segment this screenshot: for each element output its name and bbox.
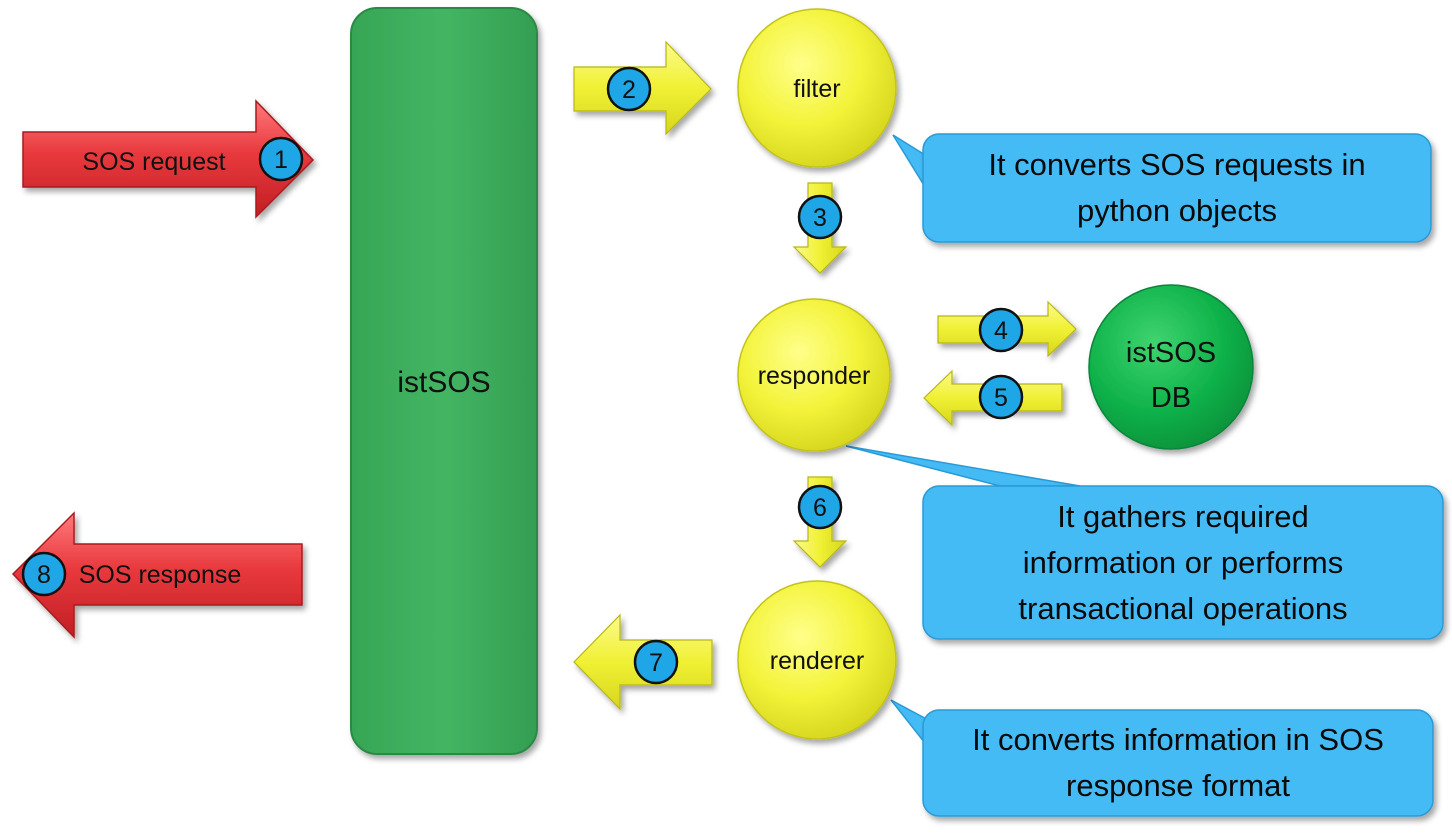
sos-request-arrow-shape — [22, 99, 315, 219]
sos-request-label: SOS request — [82, 148, 225, 176]
filter-circle — [737, 8, 897, 168]
callout-renderer-text: It converts information in SOS response … — [923, 710, 1433, 816]
step-badge-3-label: 3 — [813, 204, 827, 232]
filter-label: filter — [793, 75, 840, 103]
database-label-line2: DB — [1151, 382, 1191, 414]
step-badge-3 — [797, 194, 843, 240]
arrow-step-6: 6 — [792, 476, 848, 568]
module-renderer: renderer — [737, 580, 897, 740]
arrow-step-4: 4 — [937, 300, 1077, 358]
database-circle — [1088, 284, 1254, 450]
callout-filter-text: It converts SOS requests in python objec… — [923, 134, 1431, 242]
renderer-label: renderer — [770, 647, 865, 675]
callout-responder-line3: transactional operations — [1018, 590, 1348, 626]
step-badge-2-label: 2 — [622, 76, 636, 104]
istsos-database: istSOS DB — [1088, 284, 1254, 450]
step-badge-7 — [633, 639, 679, 685]
callout-renderer-box — [922, 709, 1434, 817]
callout-responder-line1: It gathers required — [1057, 498, 1309, 534]
step-badge-1-label: 1 — [274, 146, 288, 174]
module-filter: filter — [737, 8, 897, 168]
renderer-circle — [737, 580, 897, 740]
callout-filter-line2: python objects — [1077, 193, 1277, 228]
istsos-main-block: istSOS — [350, 7, 538, 755]
arrow-step-3: 3 — [792, 182, 848, 274]
callout-responder-tail — [845, 445, 1081, 487]
arrow-step-5: 5 — [923, 369, 1063, 427]
step-badge-6 — [797, 484, 843, 530]
module-responder: responder — [737, 298, 891, 452]
step-badge-4 — [978, 307, 1024, 353]
step-badge-6-label: 6 — [813, 494, 827, 522]
step-badge-8 — [21, 551, 67, 597]
step-badge-5-label: 5 — [994, 384, 1008, 412]
step-badge-4-label: 4 — [994, 317, 1008, 345]
step-badge-8-label: 8 — [37, 561, 51, 589]
callout-filter-line1: It converts SOS requests in — [988, 147, 1366, 182]
callout-responder-line2: information or performs — [1022, 544, 1344, 580]
step-badge-2 — [606, 66, 652, 112]
step-badge-1 — [258, 136, 304, 182]
step-badge-5 — [978, 374, 1024, 420]
callout-responder-text: It gathers required information or perfo… — [923, 486, 1443, 639]
sos-request-arrow: SOS request 1 — [22, 99, 315, 219]
istsos-main-rect — [350, 7, 538, 755]
callout-filter-box — [922, 133, 1432, 243]
sos-response-arrow-shape — [11, 511, 303, 639]
callout-renderer-line1: It converts information in SOS — [972, 722, 1384, 757]
callout-responder-box — [922, 485, 1444, 640]
sos-response-label: SOS response — [79, 561, 242, 589]
database-label-line1: istSOS — [1126, 337, 1216, 369]
sos-response-arrow: 8 SOS response — [11, 511, 303, 639]
istsos-main-label: istSOS — [397, 366, 490, 399]
arrow-step-7: 7 — [573, 613, 713, 711]
callout-renderer-line2: response format — [1066, 768, 1290, 803]
step-badge-7-label: 7 — [649, 649, 663, 677]
responder-label: responder — [758, 362, 871, 390]
arrow-step-2: 2 — [573, 40, 712, 136]
responder-circle — [737, 298, 891, 452]
